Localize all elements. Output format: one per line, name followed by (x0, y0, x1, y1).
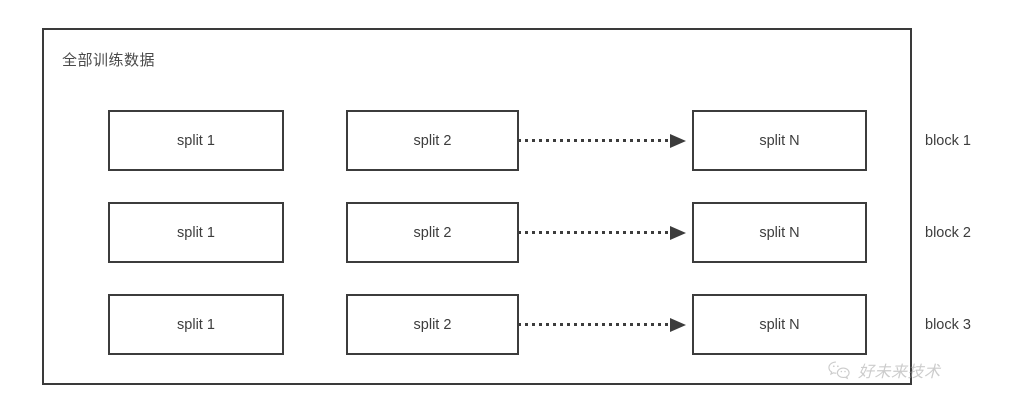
split-box: split N (692, 202, 867, 263)
split-box-label: split 1 (177, 132, 215, 149)
split-box-label: split 2 (413, 316, 452, 333)
dotted-line (518, 139, 670, 142)
block-row-label: block 2 (925, 225, 971, 241)
split-box-label: split N (759, 316, 800, 333)
container-title: 全部训练数据 (62, 52, 156, 69)
split-box: split N (692, 110, 867, 171)
wechat-icon (828, 361, 850, 380)
dotted-line (518, 231, 670, 234)
arrowhead-icon (670, 226, 686, 240)
dotted-arrow-connector (518, 318, 693, 332)
split-box-label: split N (759, 224, 800, 241)
split-box: split 1 (108, 294, 284, 355)
split-box: split 1 (108, 110, 284, 171)
watermark: 好未来技术 (826, 357, 941, 383)
block-row-label: block 1 (925, 133, 971, 149)
arrowhead-icon (670, 318, 686, 332)
split-box-label: split N (759, 132, 800, 149)
split-box-label: split 2 (413, 132, 452, 149)
dotted-arrow-connector (518, 226, 693, 240)
dotted-line (518, 323, 670, 326)
block-row-label: block 3 (925, 317, 971, 333)
split-box-label: split 2 (413, 224, 452, 241)
split-box-label: split 1 (177, 316, 215, 333)
split-box: split 2 (346, 202, 519, 263)
split-box-label: split 1 (177, 224, 215, 241)
split-box: split 2 (346, 294, 519, 355)
dotted-arrow-connector (518, 134, 693, 148)
split-box: split N (692, 294, 867, 355)
split-box: split 2 (346, 110, 519, 171)
watermark-text: 好未来技术 (858, 364, 941, 381)
split-box: split 1 (108, 202, 284, 263)
arrowhead-icon (670, 134, 686, 148)
